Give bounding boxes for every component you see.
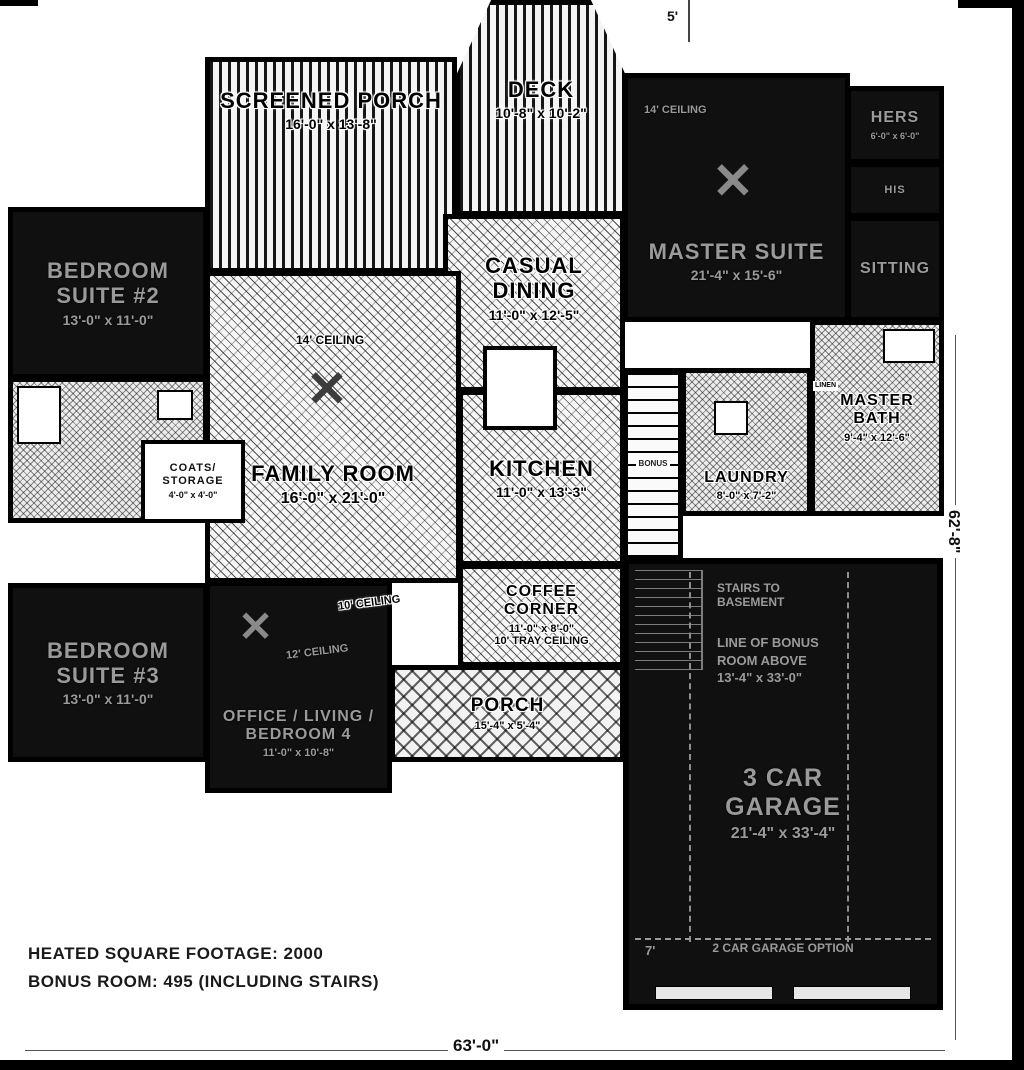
2-car-garage-option-note: 2 CAR GARAGE OPTION (712, 941, 854, 955)
bonus-room-dashed-line (689, 572, 691, 942)
room-family-room: 14' CEILING ✕ FAMILY ROOM 16'-0" x 21'-0… (205, 271, 461, 583)
room-size: 16'-0" x 13'-8" (285, 116, 377, 133)
room-master-bath: LINEN MASTER BATH 9'-4" x 12'-6" (810, 320, 944, 516)
room-size: 15'-4" x 5'-4" (474, 719, 541, 732)
room-size: 11'-0" x 8'-0" (508, 622, 575, 635)
room-label: LAUNDRY (704, 468, 789, 486)
bonus-room-size: 13'-4" x 33'-0" (717, 670, 803, 686)
room-label: MASTER BATH (840, 391, 914, 428)
bathtub-fixture (17, 386, 61, 444)
bonus-room-dashed-line (847, 572, 849, 942)
stairs-to-basement-note: STAIRS TO BASEMENT (717, 581, 785, 609)
room-label: KITCHEN (489, 455, 594, 481)
dimension-line-top (688, 0, 690, 42)
room-size: 13'-0" x 11'-0" (62, 691, 154, 708)
basement-stairs (635, 570, 703, 670)
room-bedroom-suite-2: BEDROOM SUITE #2 13'-0" x 11'-0" (8, 207, 208, 379)
room-coffee-corner: COFFEE CORNER 11'-0" x 8'-0" 10' TRAY CE… (458, 564, 625, 667)
room-label: OFFICE / LIVING / BEDROOM 4 (222, 707, 375, 743)
bonus-room-footage: BONUS ROOM: 495 (INCLUDING STAIRS) (28, 972, 380, 992)
bathtub-fixture (883, 329, 935, 363)
washer-fixture (714, 401, 748, 435)
room-coats-storage: COATS/ STORAGE 4'-0" x 4'-0" (141, 440, 245, 523)
room-size: 11'-0" x 12'-5" (488, 306, 580, 323)
dimension-7ft: 7' (645, 943, 656, 958)
room-label: HIS (884, 183, 906, 196)
sink-fixture (157, 390, 193, 420)
bonus-room-note-text: LINE OF BONUS ROOM ABOVE (717, 635, 819, 668)
room-label: CASUAL DINING (485, 253, 583, 304)
room-size: 13'-0" x 11'-0" (62, 311, 154, 328)
page-edge-bar (958, 0, 1024, 8)
room-size: 8'-0" x 7'-2" (716, 490, 777, 503)
room-3-car-garage: STAIRS TO BASEMENT LINE OF BONUS ROOM AB… (623, 558, 943, 1010)
room-label: MASTER SUITE (648, 238, 825, 264)
ceiling-fan-icon: ✕ (238, 603, 274, 650)
room-office-living-bedroom4: ✕ 12' CEILING OFFICE / LIVING / BEDROOM … (205, 581, 392, 793)
stairs-label: BONUS (635, 458, 671, 470)
room-label: FAMILY ROOM (251, 461, 415, 487)
room-size: 10'-8" x 10'-2" (495, 105, 587, 122)
room-bedroom-suite-3: BEDROOM SUITE #3 13'-0" x 11'-0" (8, 583, 208, 762)
room-size: 11'-0" x 13'-3" (496, 484, 587, 501)
dimension-top: 5' (662, 8, 684, 24)
ceiling-height-note: 14' CEILING (296, 333, 365, 347)
ceiling-height-note: 14' CEILING (644, 104, 707, 116)
ceiling-height-note: 10' TRAY CEILING (494, 635, 589, 648)
kitchen-island (483, 346, 557, 430)
room-size: 6'-0" x 6'-0" (870, 130, 920, 141)
room-master-suite: 14' CEILING ✕ MASTER SUITE 21'-4" x 15'-… (623, 73, 850, 322)
room-label: SITTING (859, 259, 931, 277)
ceiling-fan-icon: ✕ (306, 361, 348, 417)
room-label: BEDROOM SUITE #2 (47, 258, 169, 309)
room-size: 9'-4" x 12'-6" (844, 431, 910, 444)
room-deck: DECK 10'-8" x 10'-2" (455, 0, 627, 216)
room-size: 11'-0" x 10'-8" (262, 747, 335, 760)
room-label: SCREENED PORCH (220, 88, 442, 113)
ceiling-fan-icon: ✕ (712, 153, 754, 209)
room-size: 16'-0" x 21'-0" (280, 489, 386, 507)
linen-closet-label: LINEN (813, 381, 838, 392)
garage-label-block: 3 CAR GARAGE 21'-4" x 33'-4" (629, 764, 937, 843)
room-size: 21'-4" x 15'-6" (690, 266, 783, 283)
garage-door-opening (793, 986, 911, 1000)
room-sitting: SITTING (846, 216, 944, 322)
page-edge-bar (0, 1060, 1024, 1070)
dimension-right: 62'-8" (944, 505, 962, 559)
room-his-closet: HIS (846, 162, 944, 218)
plan-summary: HEATED SQUARE FOOTAGE: 2000 BONUS ROOM: … (28, 940, 458, 996)
dimension-bottom: 63'-0" (448, 1036, 505, 1056)
room-label: 3 CAR GARAGE (725, 764, 841, 821)
garage-door-opening (655, 986, 773, 1000)
room-label: BEDROOM SUITE #3 (47, 637, 169, 688)
bonus-room-note: LINE OF BONUS ROOM ABOVE 13'-4" x 33'-0" (717, 634, 857, 687)
room-label: DECK (507, 77, 575, 102)
room-size: 21'-4" x 33'-4" (730, 824, 836, 842)
room-laundry: LAUNDRY 8'-0" x 7'-2" (681, 368, 812, 516)
room-size: 4'-0" x 4'-0" (168, 490, 218, 501)
dimension-line-right (955, 335, 956, 1040)
room-label: HERS (870, 109, 920, 127)
page-edge-bar (1012, 0, 1024, 1070)
room-screened-porch: SCREENED PORCH 16'-0" x 13'-8" (205, 57, 457, 273)
room-porch: PORCH 15'-4" x 5'-4" (390, 665, 625, 762)
page-edge-bar (0, 0, 38, 6)
heated-square-footage: HEATED SQUARE FOOTAGE: 2000 (28, 944, 324, 963)
stairs-to-bonus: BONUS (623, 368, 683, 560)
room-hers-closet: HERS 6'-0" x 6'-0" (846, 86, 944, 164)
room-label: COATS/ STORAGE (162, 462, 224, 487)
2-car-option-dashed-line (635, 938, 931, 940)
room-label: COFFEE CORNER (503, 582, 580, 619)
room-label: PORCH (470, 694, 545, 716)
ceiling-height-note: 12' CEILING (285, 642, 349, 662)
